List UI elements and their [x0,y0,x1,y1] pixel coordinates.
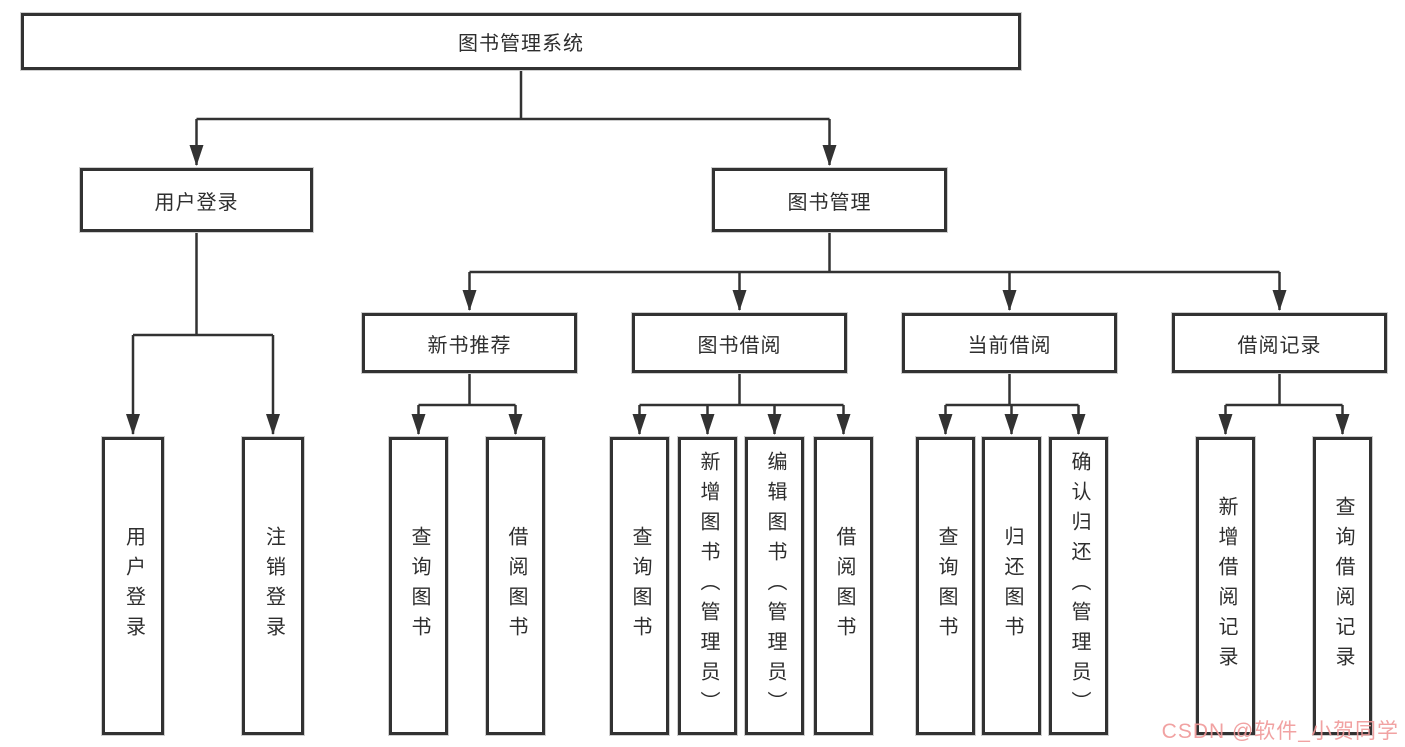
leaf-records-add-record-label: 新增借阅记录 [1215,496,1237,676]
node-book-borrow-label: 图书借阅 [697,334,782,357]
leaf-newbook-borrow-books-label: 借阅图书 [505,526,527,646]
leaf-records-query-record-label: 查询借阅记录 [1332,496,1354,676]
leaf-user-login-label: 用户登录 [122,526,145,646]
node-new-book-recommend-label: 新书推荐 [427,334,512,357]
node-book-management-branch: 图书管理 [712,168,947,232]
leaf-newbook-query-books: 查询图书 [389,437,448,735]
leaf-current-return-books-label: 归还图书 [1001,526,1023,646]
leaf-borrow-query-books-label: 查询图书 [629,526,651,646]
leaf-newbook-borrow-books: 借阅图书 [486,437,545,735]
leaf-borrow-edit-books-admin-label: 编辑图书（管理员） [764,451,786,721]
leaf-borrow-borrow-books: 借阅图书 [814,437,873,735]
node-borrow-records-label: 借阅记录 [1237,334,1322,357]
leaf-current-query-books-label: 查询图书 [935,526,957,646]
node-current-borrow-label: 当前借阅 [967,334,1052,357]
csdn-watermark: CSDN @软件_小贺同学 [1161,720,1399,743]
leaf-user-login: 用户登录 [102,437,164,735]
leaf-current-confirm-return-admin-label: 确认归还（管理员） [1068,451,1090,721]
node-new-book-recommend: 新书推荐 [362,313,577,373]
leaf-borrow-add-books-admin-label: 新增图书（管理员） [697,451,719,721]
node-user-login-branch: 用户登录 [80,168,313,232]
leaf-logout: 注销登录 [242,437,304,735]
node-book-management-branch-label: 图书管理 [787,191,872,214]
leaf-borrow-query-books: 查询图书 [610,437,669,735]
node-borrow-records: 借阅记录 [1172,313,1387,373]
leaf-newbook-query-books-label: 查询图书 [408,526,430,646]
leaf-current-return-books: 归还图书 [982,437,1041,735]
leaf-borrow-borrow-books-label: 借阅图书 [833,526,855,646]
leaf-borrow-add-books-admin: 新增图书（管理员） [678,437,737,735]
leaf-borrow-edit-books-admin: 编辑图书（管理员） [745,437,804,735]
leaf-records-add-record: 新增借阅记录 [1196,437,1255,735]
node-current-borrow: 当前借阅 [902,313,1117,373]
leaf-records-query-record: 查询借阅记录 [1313,437,1372,735]
node-book-borrow: 图书借阅 [632,313,847,373]
node-root: 图书管理系统 [21,13,1021,70]
leaf-current-confirm-return-admin: 确认归还（管理员） [1049,437,1108,735]
node-user-login-branch-label: 用户登录 [154,191,239,214]
leaf-current-query-books: 查询图书 [916,437,975,735]
leaf-logout-label: 注销登录 [262,526,285,646]
node-root-label: 图书管理系统 [458,33,584,55]
